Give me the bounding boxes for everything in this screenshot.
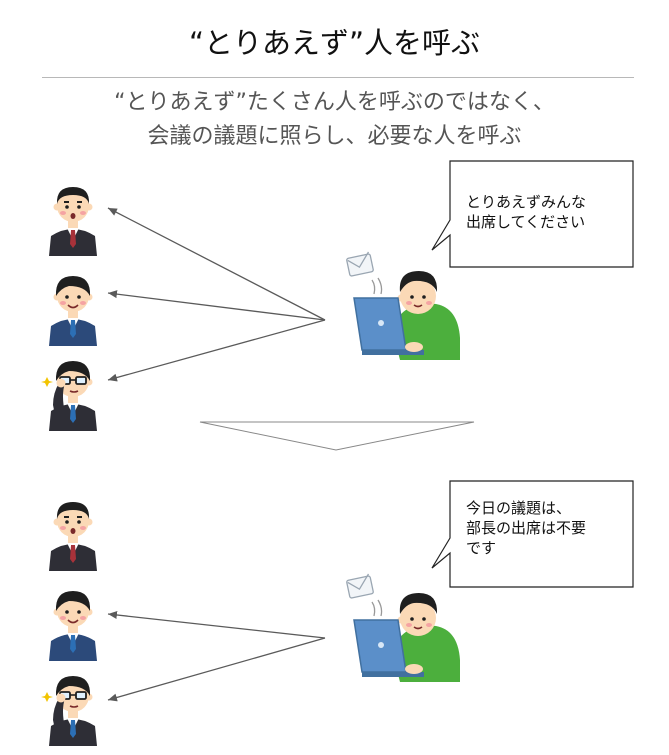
glasses-employee-icon [40, 360, 98, 432]
title-divider [42, 77, 634, 78]
bubble-bottom-line-1: 今日の議題は、 [466, 499, 572, 517]
bubble-bottom-line-3: です [466, 539, 497, 557]
bubble-top-line-1: とりあえずみんな [466, 193, 587, 211]
arrow-to-glasses-employee [107, 319, 326, 382]
employee-icon-bottom [48, 590, 98, 662]
arrow-to-employee-bottom [107, 611, 326, 639]
arrow-to-glasses-employee-bottom [107, 637, 326, 702]
subtitle-line-1: “とりあえず”たくさん人を呼ぶのではなく、 [114, 90, 555, 115]
bottom-scene [40, 480, 634, 747]
subtitle-line-2: 会議の議題に照らし、必要な人を呼ぶ [147, 124, 522, 149]
speech-bubble-top [431, 160, 634, 268]
employee-icon [48, 275, 98, 347]
glasses-employee-icon-bottom [40, 675, 98, 747]
bubble-top-line-2: 出席してください [466, 213, 586, 231]
bubble-bottom-line-2: 部長の出席は不要 [466, 519, 587, 537]
laptop-worker-icon [345, 251, 461, 361]
manager-icon-bottom [49, 502, 97, 571]
arrow-to-employee [107, 290, 326, 321]
arrow-to-manager [107, 207, 326, 321]
transition-arrow-icon [199, 421, 475, 451]
page-title: “とりあえず”人を呼ぶ [188, 26, 481, 60]
speech-bubble-bottom [431, 480, 634, 588]
speech-bubble-bottom-text: 今日の議題は、 部長の出席は不要 です [466, 498, 586, 558]
laptop-worker-icon-bottom [345, 573, 461, 683]
manager-icon [49, 187, 97, 256]
speech-bubble-top-text: とりあえずみんな 出席してください [466, 192, 586, 232]
subtitle: “とりあえず”たくさん人を呼ぶのではなく、 会議の議題に照らし、必要な人を呼ぶ [0, 86, 669, 154]
top-scene [40, 160, 634, 432]
